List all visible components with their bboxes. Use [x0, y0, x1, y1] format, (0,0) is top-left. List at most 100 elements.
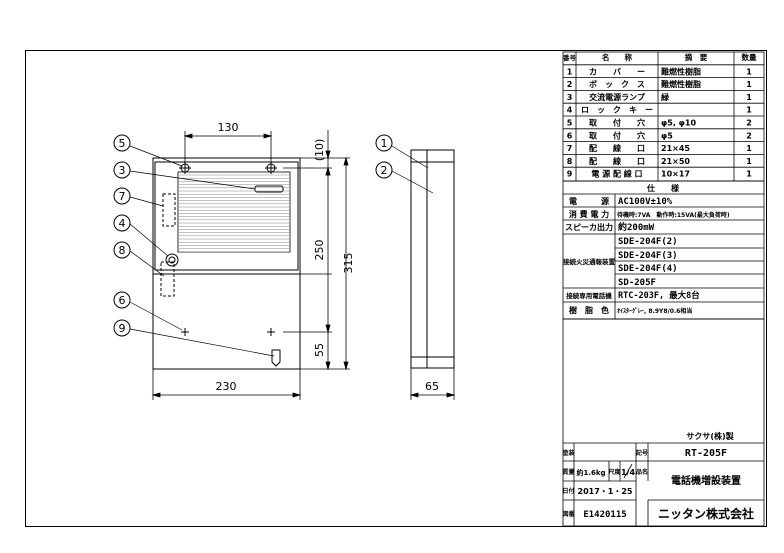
title-date-label: 日付 [562, 487, 574, 495]
title-mass-value: 約1.6kg [576, 468, 605, 477]
title-drawing-no-label: 図番 [562, 510, 575, 518]
spec-speaker-label: スピーカ出力 [565, 222, 613, 232]
parts-cell-qty: 1 [746, 93, 752, 102]
parts-cell-spec: 21×50 [661, 157, 690, 166]
parts-cell-no: 4 [567, 106, 573, 115]
callout-7: 7 [113, 187, 131, 205]
dim-total-height: 315 [342, 253, 355, 274]
dimension-lines [151, 130, 456, 400]
parts-cell-no: 3 [567, 93, 573, 102]
spec-color-label: 樹 脂 色 [569, 305, 609, 315]
parts-cell-no: 8 [567, 157, 573, 166]
parts-header-name: 名 称 [602, 52, 632, 62]
svg-text:8: 8 [119, 244, 126, 257]
dim-inner-height: 250 [313, 240, 326, 261]
parts-cell-qty: 2 [746, 131, 752, 140]
callout-3: 3 [113, 161, 131, 179]
spec-power-value: AC100V±10% [618, 197, 673, 207]
title-company: ニッタン株式会社 [658, 506, 754, 521]
spec-power-label: 電 源 [569, 196, 609, 206]
parts-cell-name: 交流電源ランプ [589, 92, 646, 102]
svg-text:4: 4 [119, 217, 126, 230]
parts-cell-name: 電 源 配 線 口 [591, 169, 642, 179]
svg-text:7: 7 [119, 190, 126, 203]
title-model: RT-205F [685, 448, 727, 459]
title-date-value: 2017・1・25 [578, 487, 633, 496]
dimension-labels: 130 (10) 250 315 55 230 65 [216, 121, 440, 393]
callout-2: 2 [375, 161, 393, 179]
power-wiring-port [271, 349, 281, 367]
dim-top-offset: (10) [313, 139, 326, 162]
parts-cell-name: 配 線 口 [589, 156, 645, 166]
title-mass-label: 質量 [562, 468, 574, 476]
dim-top-width: 130 [218, 121, 239, 134]
parts-cell-no: 5 [567, 119, 573, 128]
dim-width: 230 [216, 380, 237, 393]
spec-phone-value: RTC-203F, 最大8台 [618, 290, 700, 301]
spec-receiver-2: SDE-204F(3) [618, 251, 678, 261]
wiring-port-8 [160, 261, 175, 297]
parts-header-spec: 摘 要 [685, 52, 708, 62]
drawing-frame [25, 50, 767, 527]
parts-cell-name: ロ ッ ク キ ー [581, 105, 653, 115]
parts-cell-spec: 21×45 [661, 144, 690, 153]
parts-cell-spec: 難燃性樹脂 [661, 79, 701, 89]
title-name-label: 品名 [636, 468, 648, 476]
callout-1: 1 [375, 134, 393, 152]
lock-key [165, 253, 179, 267]
parts-cell-spec: 難燃性樹脂 [661, 66, 701, 76]
parts-cell-qty: 2 [746, 119, 752, 128]
parts-cell-no: 7 [567, 144, 573, 153]
parts-cell-name: 配 線 口 [589, 143, 645, 153]
parts-cell-qty: 1 [746, 144, 752, 153]
callout-leaders [129, 145, 434, 357]
mounting-hole-5 [179, 162, 277, 174]
mounting-hole-6 [181, 328, 275, 336]
callout-6: 6 [113, 291, 131, 309]
spec-receiver-label: 接続火災通報装置 [563, 257, 616, 266]
parts-header-qty: 数量 [742, 52, 757, 62]
spec-receiver-4: SD-205F [618, 278, 656, 288]
spec-consumption-value: 待機時:7VA 動作時:15VA(最大負荷時) [617, 211, 730, 219]
parts-cell-name: カ バ ー [589, 67, 645, 76]
callout-8: 8 [113, 241, 131, 259]
title-scale-label: 尺度 [608, 468, 621, 476]
parts-cell-name: 取 付 穴 [589, 118, 645, 128]
svg-text:5: 5 [119, 137, 126, 150]
parts-cell-qty: 1 [746, 170, 752, 179]
svg-text:9: 9 [119, 322, 126, 335]
spec-title: 仕 様 [646, 183, 680, 193]
front-view [152, 157, 301, 370]
title-code-label: 記号 [636, 449, 648, 457]
spec-receiver-3: SDE-204F(4) [618, 264, 678, 274]
parts-cell-spec: 10×17 [661, 170, 690, 179]
svg-text:6: 6 [119, 294, 126, 307]
callout-bubbles: 5 3 7 4 8 6 9 1 2 [113, 134, 393, 337]
parts-cell-qty: 1 [746, 80, 752, 89]
title-drawing-no: E1420115 [583, 510, 626, 520]
side-view-outline [410, 149, 455, 369]
parts-cell-spec: 緑 [661, 92, 670, 102]
title-product-name: 電話機増設装置 [671, 474, 741, 487]
speaker-slots [179, 174, 289, 253]
parts-cell-name: 取 付 穴 [589, 130, 645, 140]
svg-text:1: 1 [381, 137, 388, 150]
spec-table: 仕 様 電 源 AC100V±10% 消 費 電 力 待機時:7VA 動作時:1… [562, 180, 765, 320]
spec-receiver-1: SDE-204F(2) [618, 237, 678, 247]
spec-phone-label: 接続専用電話機 [566, 291, 612, 300]
svg-text:2: 2 [381, 164, 388, 177]
parts-cell-no: 6 [567, 131, 573, 140]
spec-speaker-value: 約200mW [618, 221, 655, 233]
parts-cell-qty: 1 [746, 67, 752, 76]
parts-cell-name: ボ ッ ク ス [589, 79, 645, 89]
spec-color-value: ｵｲｽﾀｰｸﾞﾚｰ, 8.9Y8/0.6相当 [617, 307, 692, 315]
title-block: サクサ(株)製 塗装 記号 RT-205F 質量 約1.6kg 尺度 1/4 品… [562, 318, 765, 527]
parts-cell-spec: φ5 [661, 131, 673, 140]
parts-cell-qty: 1 [746, 106, 752, 115]
callout-9: 9 [113, 319, 131, 337]
callout-4: 4 [113, 214, 131, 232]
title-maker: サクサ(株)製 [686, 431, 733, 441]
parts-cell-qty: 1 [746, 157, 752, 166]
